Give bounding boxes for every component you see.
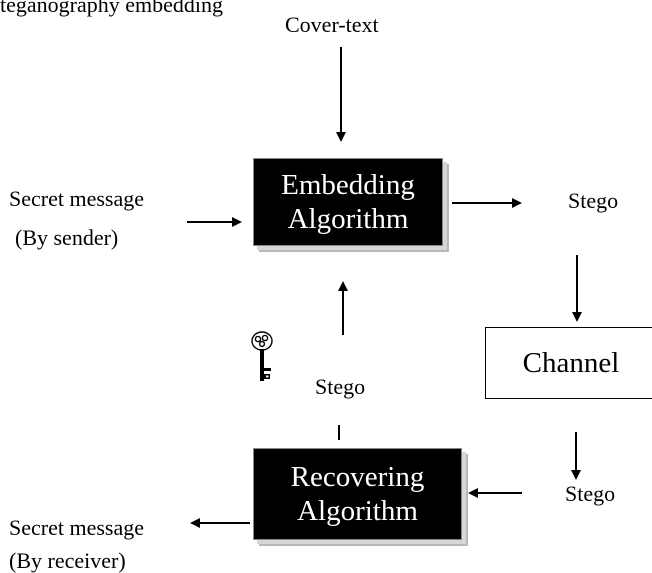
recovering-algorithm-box: Recovering Algorithm: [253, 448, 462, 540]
key-icon: [251, 331, 273, 381]
secret-receiver-label1: Secret message: [9, 515, 144, 540]
recovering-line2: Algorithm: [297, 495, 418, 527]
secret-sender-label1: Secret message: [9, 186, 144, 211]
secret-receiver-label2: (By receiver): [9, 548, 126, 573]
recovering-line1: Recovering: [290, 461, 425, 493]
header-fragment: teganography embedding: [0, 0, 223, 17]
stego-key-label: Stego: [315, 374, 366, 399]
secret-sender-label2: (By sender): [15, 225, 119, 250]
stego-top-label: Stego: [568, 188, 619, 213]
channel-label: Channel: [522, 346, 620, 379]
embedding-line2: Algorithm: [287, 203, 409, 235]
embedding-algorithm-box: Embedding Algorithm: [253, 158, 443, 246]
cover-text-label: Cover-text: [285, 12, 379, 37]
channel-box: Channel: [485, 327, 652, 399]
stego-bottom-label: Stego: [565, 481, 616, 506]
embedding-line1: Embedding: [281, 169, 415, 201]
